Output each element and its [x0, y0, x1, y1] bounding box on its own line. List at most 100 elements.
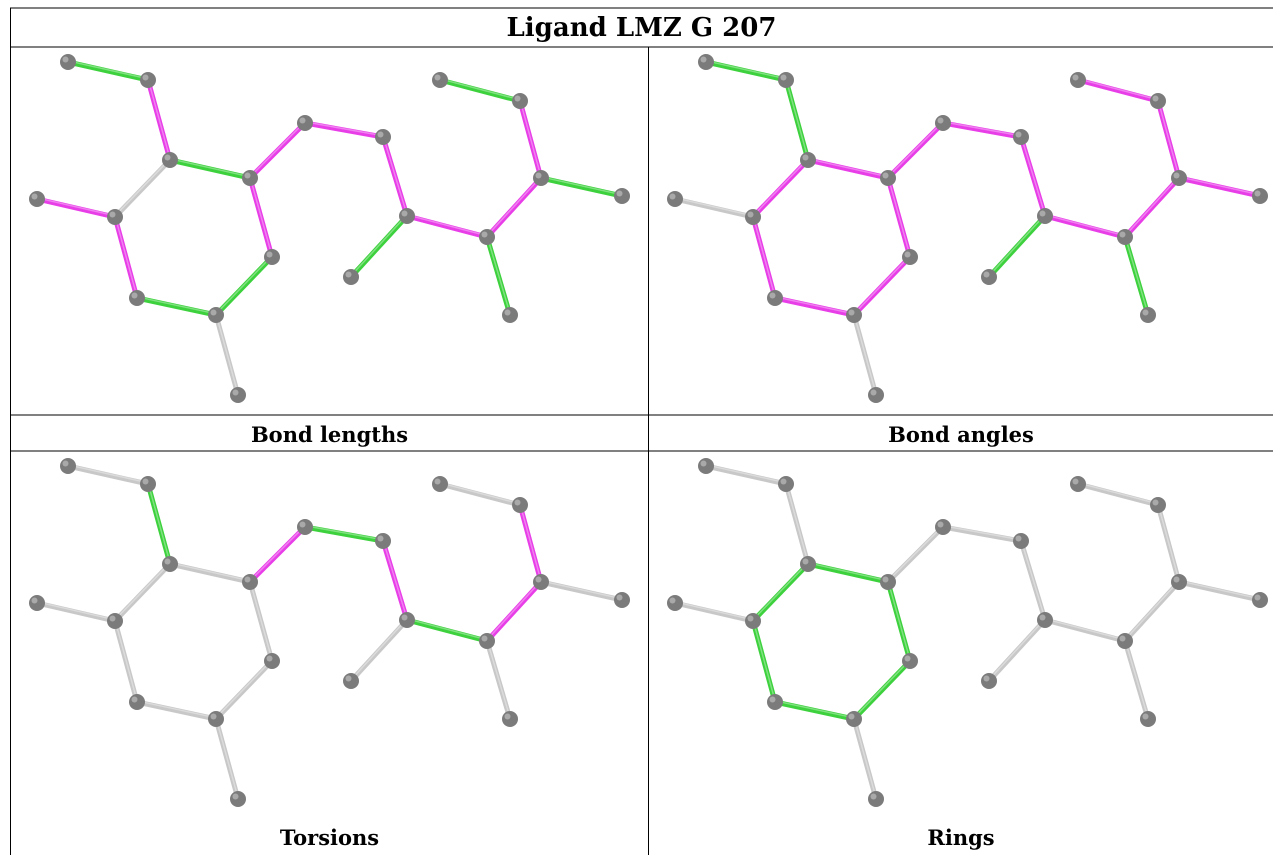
bond-highlight [215, 717, 239, 798]
bond-highlight [519, 99, 542, 177]
bond-highlight [147, 78, 171, 159]
atom [479, 229, 495, 245]
atom [242, 170, 258, 186]
bond-highlight [674, 601, 754, 621]
bond [34, 600, 118, 624]
atom [432, 72, 448, 88]
bond-highlight [36, 601, 116, 621]
atom [297, 519, 313, 535]
bond-highlight [406, 214, 488, 237]
bond-highlight [114, 562, 171, 621]
bond-highlight [988, 214, 1046, 277]
bond [1042, 213, 1128, 240]
bond [134, 699, 219, 722]
atom [1150, 93, 1166, 109]
atom [880, 170, 896, 186]
atom [800, 152, 816, 168]
bond [750, 214, 778, 301]
bond-highlight [752, 158, 809, 217]
atom [208, 307, 224, 323]
atom [902, 653, 918, 669]
bond-highlight [249, 525, 306, 582]
bond [750, 618, 778, 705]
atom [29, 595, 45, 611]
bond [348, 213, 410, 280]
bond [772, 295, 857, 318]
bond-highlight [215, 255, 273, 315]
atom [1140, 711, 1156, 727]
bond-highlight [942, 525, 1022, 541]
bond [302, 120, 386, 140]
bond-highlight [785, 482, 809, 563]
bond-highlight [215, 659, 273, 719]
atom [667, 191, 683, 207]
atom [1013, 533, 1029, 549]
bond-highlight [1020, 539, 1046, 620]
atom [981, 673, 997, 689]
atom [60, 54, 76, 70]
bond-highlight [304, 121, 384, 137]
bond-highlight [752, 215, 776, 297]
atom [767, 694, 783, 710]
bond-highlight [1020, 135, 1046, 216]
atom [935, 519, 951, 535]
atom [935, 115, 951, 131]
bond [1155, 502, 1182, 585]
bond [1122, 638, 1151, 722]
atom [846, 711, 862, 727]
bond [145, 77, 173, 163]
atom [129, 290, 145, 306]
caption-torsions: Torsions [279, 824, 380, 850]
bond [145, 481, 173, 567]
atom [107, 209, 123, 225]
bond-highlight [1124, 580, 1180, 641]
bond-highlight [705, 60, 787, 80]
bond-highlight [540, 580, 623, 600]
bond [65, 59, 151, 83]
bond [885, 524, 946, 585]
bond [112, 618, 140, 705]
atom [264, 653, 280, 669]
bond-highlight [807, 562, 889, 582]
atom [129, 694, 145, 710]
atom [1117, 229, 1133, 245]
atom [512, 497, 528, 513]
bond-highlight [1077, 78, 1159, 101]
atom [533, 170, 549, 186]
atom [162, 152, 178, 168]
atom [343, 269, 359, 285]
bond [538, 175, 625, 199]
bond [247, 120, 308, 181]
bond-highlight [382, 539, 408, 620]
bond [1155, 98, 1182, 181]
bond-highlight [350, 618, 408, 681]
molecule-panel-torsions [29, 458, 630, 807]
bond [484, 175, 544, 240]
bond-highlight [439, 78, 521, 101]
atom [502, 307, 518, 323]
atom [698, 458, 714, 474]
bond [247, 175, 275, 260]
atom [432, 476, 448, 492]
bond [750, 561, 811, 624]
atom [1252, 188, 1268, 204]
bond [1075, 77, 1161, 104]
atom [667, 595, 683, 611]
bond-highlight [752, 562, 809, 621]
bond [672, 600, 756, 624]
bond-highlight [988, 618, 1046, 681]
bond [940, 120, 1024, 140]
bond-highlight [114, 158, 171, 217]
bond-highlight [887, 525, 944, 582]
bond-highlight [350, 214, 408, 277]
bond [1122, 175, 1182, 240]
atom [29, 191, 45, 207]
bond [517, 502, 544, 585]
bond-highlight [1124, 235, 1149, 315]
bond-highlight [486, 235, 511, 315]
atom [614, 592, 630, 608]
bond [247, 524, 308, 585]
molecule-panel-rings [667, 458, 1268, 807]
atom [800, 556, 816, 572]
bond [1018, 134, 1048, 219]
